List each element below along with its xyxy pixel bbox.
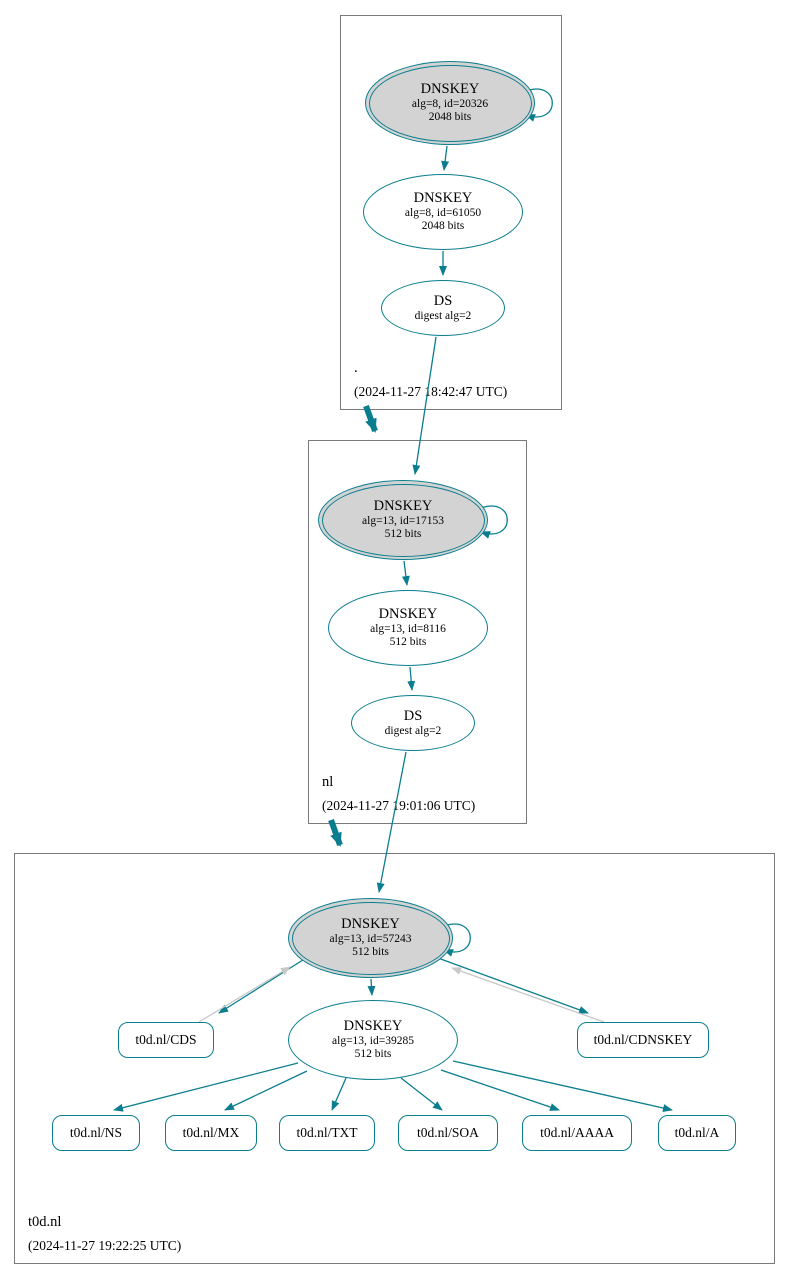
- rrset-label: t0d.nl/NS: [69, 1125, 123, 1140]
- zone-label-t0d-nl: t0d.nl: [28, 1214, 62, 1230]
- node-alg-id: alg=13, id=17153: [362, 515, 444, 528]
- node-digest: digest alg=2: [384, 724, 442, 737]
- node-title: DNSKEY: [413, 190, 473, 207]
- t0d-txt-rrset-node: t0d.nl/TXT: [279, 1115, 375, 1151]
- zone-label-nl: nl: [322, 774, 334, 790]
- node-bits: 512 bits: [354, 1048, 392, 1061]
- node-title: DS: [403, 708, 423, 725]
- node-title: DNSKEY: [420, 81, 480, 98]
- nl-ksk-dnskey-node: DNSKEY alg=13, id=17153 512 bits: [318, 480, 488, 560]
- node-bits: 512 bits: [384, 528, 422, 541]
- t0d-soa-rrset-node: t0d.nl/SOA: [398, 1115, 498, 1151]
- node-alg-id: alg=13, id=57243: [329, 933, 412, 946]
- node-alg-id: alg=13, id=39285: [332, 1035, 414, 1048]
- t0d-aaaa-rrset-node: t0d.nl/AAAA: [522, 1115, 632, 1151]
- node-bits: 512 bits: [352, 946, 389, 959]
- rrset-label: t0d.nl/TXT: [296, 1125, 358, 1140]
- t0d-cds-rrset-node: t0d.nl/CDS: [118, 1022, 214, 1058]
- rrset-label: t0d.nl/MX: [182, 1125, 240, 1140]
- rrset-label: t0d.nl/SOA: [417, 1125, 479, 1140]
- node-title: DNSKEY: [341, 916, 400, 933]
- rrset-label: t0d.nl/A: [674, 1125, 720, 1140]
- node-bits: 512 bits: [389, 636, 427, 649]
- zone-timestamp-root: (2024-11-27 18:42:47 UTC): [354, 384, 508, 399]
- node-title: DNSKEY: [343, 1018, 403, 1035]
- root-ksk-dnskey-node: DNSKEY alg=8, id=20326 2048 bits: [365, 61, 535, 145]
- t0d-ksk-dnskey-node: DNSKEY alg=13, id=57243 512 bits: [288, 898, 453, 978]
- node-bits: 2048 bits: [428, 111, 472, 124]
- nl-ds-node: DS digest alg=2: [351, 695, 475, 751]
- t0d-zsk-dnskey-node: DNSKEY alg=13, id=39285 512 bits: [288, 1000, 458, 1080]
- t0d-ns-rrset-node: t0d.nl/NS: [52, 1115, 140, 1151]
- node-title: DNSKEY: [378, 606, 438, 623]
- node-title: DNSKEY: [373, 498, 433, 515]
- rrset-label: t0d.nl/CDNSKEY: [593, 1032, 693, 1047]
- node-alg-id: alg=8, id=61050: [404, 207, 482, 220]
- node-digest: digest alg=2: [414, 309, 472, 322]
- zone-timestamp-nl: (2024-11-27 19:01:06 UTC): [322, 798, 476, 813]
- node-bits: 2048 bits: [421, 220, 465, 233]
- node-title: DS: [433, 293, 453, 310]
- nl-zsk-dnskey-node: DNSKEY alg=13, id=8116 512 bits: [328, 590, 488, 666]
- rrset-label: t0d.nl/AAAA: [540, 1125, 614, 1140]
- t0d-cdnskey-rrset-node: t0d.nl/CDNSKEY: [577, 1022, 709, 1058]
- zone-timestamp-t0d-nl: (2024-11-27 19:22:25 UTC): [28, 1238, 182, 1253]
- node-alg-id: alg=13, id=8116: [370, 623, 446, 636]
- root-zsk-dnskey-node: DNSKEY alg=8, id=61050 2048 bits: [363, 174, 523, 250]
- zone-label-root: .: [354, 360, 358, 376]
- t0d-mx-rrset-node: t0d.nl/MX: [165, 1115, 257, 1151]
- root-ds-node: DS digest alg=2: [381, 280, 505, 336]
- rrset-label: t0d.nl/CDS: [135, 1032, 197, 1047]
- node-alg-id: alg=8, id=20326: [411, 98, 489, 111]
- t0d-a-rrset-node: t0d.nl/A: [658, 1115, 736, 1151]
